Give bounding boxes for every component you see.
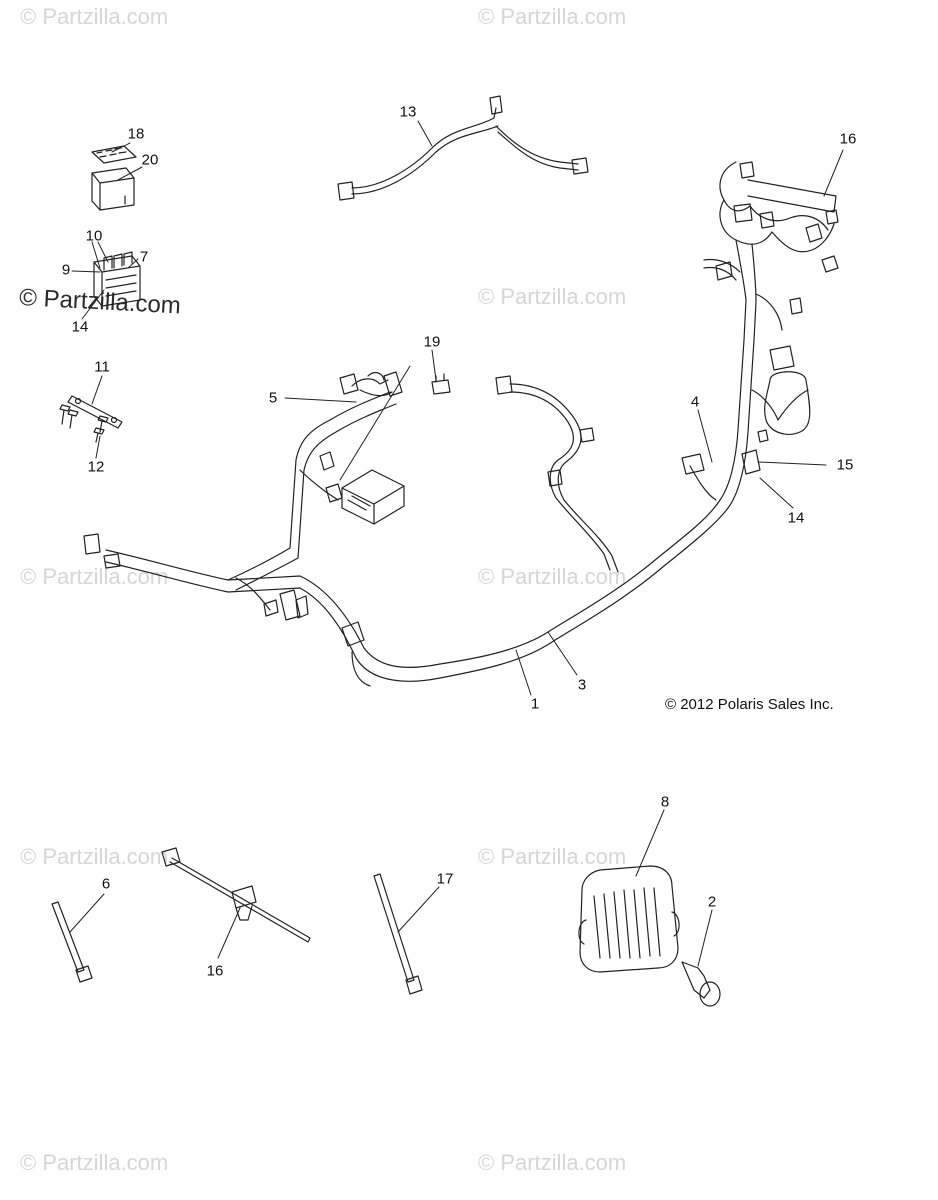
watermark: © Partzilla.com <box>478 564 627 589</box>
callout-18: 18 <box>127 125 145 143</box>
callout-12: 12 <box>87 458 105 476</box>
callout-3: 3 <box>577 676 587 694</box>
main-harness-1 <box>83 499 729 687</box>
watermark: © Partzilla.com <box>478 4 627 29</box>
watermark: © Partzilla.com <box>20 4 169 29</box>
harness-13 <box>337 95 589 201</box>
callout-17: 17 <box>436 870 454 888</box>
screw-part <box>59 404 109 443</box>
control-module-part <box>341 469 405 525</box>
cable-tie-clip-16-part <box>161 847 311 943</box>
callout-19: 19 <box>423 333 441 351</box>
cable-tie-17-part <box>373 873 423 995</box>
callout-9: 9 <box>61 261 71 279</box>
fuse-box-cover-part <box>91 167 135 211</box>
clip-19-part <box>431 373 451 395</box>
callout-8: 8 <box>660 793 670 811</box>
callout-4: 4 <box>690 393 700 411</box>
callout-5: 5 <box>268 389 278 407</box>
fuse-relay-block-part <box>93 251 141 307</box>
callout-20: 20 <box>141 151 159 169</box>
harness-16 <box>703 161 839 341</box>
watermark: © Partzilla.com <box>478 844 627 869</box>
watermark: © Partzilla.com <box>478 284 627 309</box>
callout-1: 1 <box>530 695 540 713</box>
harness-right-branch <box>681 339 811 509</box>
callout-10: 10 <box>85 227 103 245</box>
voltage-regulator-part <box>578 865 680 973</box>
callout-14: 14 <box>71 318 89 336</box>
leader-lines <box>69 120 844 967</box>
watermark: © Partzilla.com <box>478 1150 627 1175</box>
callout-16: 16 <box>839 130 857 148</box>
callout-16: 16 <box>206 962 224 980</box>
callout-2: 2 <box>707 893 717 911</box>
cable-tie-6-part <box>51 901 93 983</box>
mounting-plate-part <box>67 395 123 429</box>
callout-15: 15 <box>836 456 854 474</box>
watermark: © Partzilla.com <box>20 844 169 869</box>
main-harness-3-branch <box>227 371 403 591</box>
callout-7: 7 <box>139 248 149 266</box>
callout-11: 11 <box>94 358 110 376</box>
watermark: © Partzilla.com <box>20 564 169 589</box>
fuse-label-part <box>91 145 137 164</box>
watermark: © Partzilla.com <box>20 1150 169 1175</box>
callout-6: 6 <box>101 875 111 893</box>
screw-2-part <box>681 961 721 1007</box>
callout-13: 13 <box>399 103 417 121</box>
callout-14: 14 <box>787 509 805 527</box>
copyright-notice: © 2012 Polaris Sales Inc. <box>665 696 834 713</box>
harness-center-branch <box>495 375 619 573</box>
